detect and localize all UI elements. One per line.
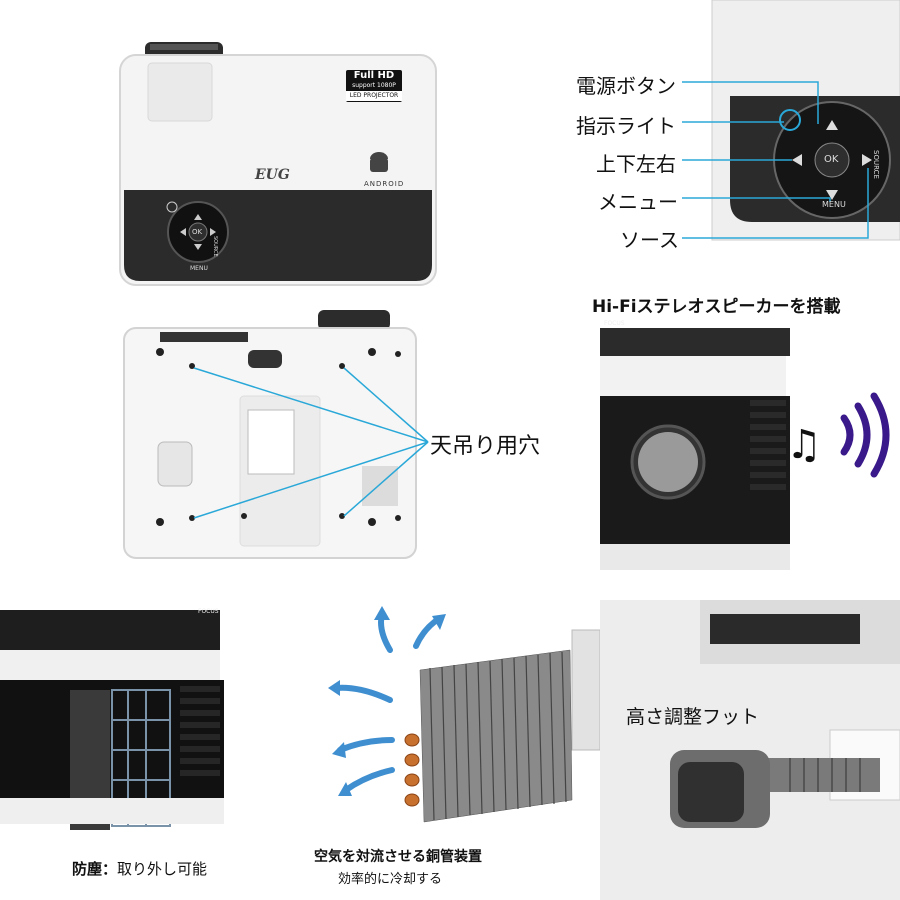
dust-filter-closeup — [0, 610, 224, 830]
keypad-closeup — [682, 0, 900, 241]
speaker-panel: Hi-Fiステレオスピーカーを搭載 ♫ FOCUS — [580, 280, 900, 580]
adjustable-foot-label: 高さ調整フット — [626, 706, 760, 728]
callout-label-direction: 上下左右 — [596, 152, 676, 176]
android-icon — [364, 150, 394, 174]
keypad-callout-panel: 電源ボタン 指示ライト 上下左右 メニュー ソース OK MENU SOURCE — [540, 0, 900, 300]
speaker-closeup — [600, 328, 790, 570]
closeup-source-label: SOURCE — [872, 150, 880, 179]
adjustable-foot-panel: 高さ調整フット — [600, 600, 900, 900]
badge-line-3: LED PROJECTOR — [346, 91, 402, 101]
badge-line-2: support 1080P — [352, 82, 396, 89]
callout-label-source: ソース — [620, 228, 679, 252]
top-view-panel: Full HD support 1080P LED PROJECTOR EUG … — [0, 0, 540, 300]
dust-filter-caption-rest: 取り外し可能 — [117, 860, 208, 878]
heat-pipe-panel: 空気を対流させる銅管装置 効率的に冷却する — [300, 590, 600, 900]
heat-pipe-caption-1: 空気を対流させる銅管装置 — [314, 849, 482, 865]
callout-label-power: 電源ボタン — [576, 74, 676, 98]
android-text: ANDROID — [364, 180, 405, 188]
bottom-view-panel: 天吊り用穴 — [0, 300, 580, 570]
dust-filter-caption: 防塵：取り外し可能 — [72, 858, 207, 879]
closeup-ok-label: OK — [824, 154, 839, 165]
heat-pipe-illustration — [328, 606, 600, 823]
keypad-source-label: SOURCE — [212, 236, 218, 257]
dust-filter-caption-bold: 防塵： — [72, 860, 118, 878]
projector-top-view — [119, 42, 437, 286]
mount-hole-label: 天吊り用穴 — [430, 434, 541, 459]
heat-pipe-caption-2: 効率的に冷却する — [338, 872, 443, 887]
keypad-ok-label: OK — [192, 228, 203, 236]
adjustable-foot-closeup — [670, 600, 900, 828]
sound-wave-icon — [836, 390, 896, 480]
speaker-heading: Hi-Fiステレオスピーカーを搭載 — [592, 297, 841, 317]
badge-line-1: Full HD — [353, 70, 395, 81]
dust-filter-panel: 防塵：取り外し可能 FOCUS — [0, 590, 300, 900]
speaker-focus-text: FOCUS — [604, 320, 625, 327]
keypad-menu-label: MENU — [190, 265, 208, 272]
callout-label-menu: メニュー — [598, 190, 678, 214]
brand-logo: EUG — [255, 167, 290, 183]
projector-bottom-view — [123, 310, 429, 559]
music-note-icon: ♫ — [786, 422, 822, 468]
closeup-menu-label: MENU — [822, 200, 846, 209]
dust-focus-text: FOCUS — [198, 608, 219, 615]
callout-label-indicator: 指示ライト — [576, 114, 676, 138]
full-hd-badge: Full HD support 1080P LED PROJECTOR — [346, 70, 402, 102]
